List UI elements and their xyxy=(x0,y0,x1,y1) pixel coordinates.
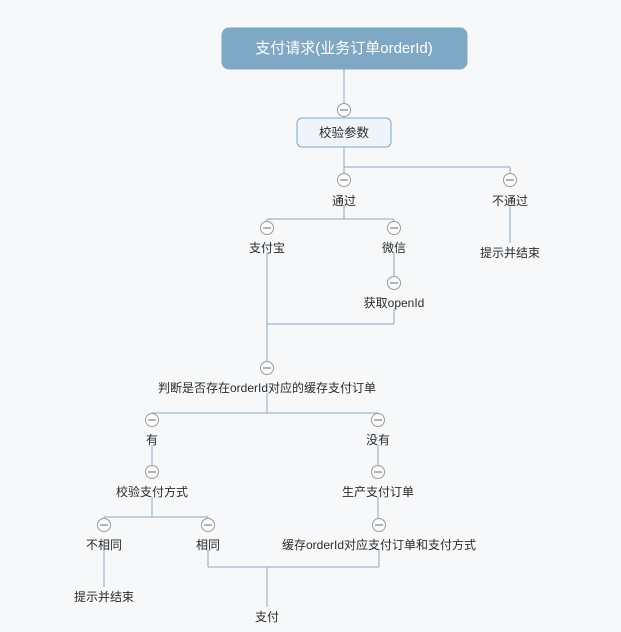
node-create-order[interactable]: 生产支付订单 xyxy=(342,465,414,500)
node-label: 提示并结束 xyxy=(480,245,540,260)
collapse-minus-icon[interactable] xyxy=(371,465,385,479)
collapse-minus-icon[interactable] xyxy=(201,518,215,532)
collapse-minus-icon[interactable] xyxy=(145,413,159,427)
node-alipay[interactable]: 支付宝 xyxy=(249,221,285,256)
collapse-minus-icon[interactable] xyxy=(503,173,517,187)
node-check-cache[interactable]: 判断是否存在orderId对应的缓存支付订单 xyxy=(158,361,376,396)
node-label: 支付宝 xyxy=(249,241,285,255)
node-wechat[interactable]: 微信 xyxy=(382,221,406,256)
collapse-minus-icon[interactable] xyxy=(371,413,385,427)
collapse-minus-icon[interactable] xyxy=(97,518,111,532)
node-not-same-end[interactable]: 提示并结束 xyxy=(74,589,134,604)
node-box xyxy=(296,117,392,148)
collapse-minus-icon[interactable] xyxy=(260,221,274,235)
node-get-openid[interactable]: 获取openId xyxy=(364,276,425,311)
node-pay[interactable]: 支付 xyxy=(255,610,279,624)
node-label: 缓存orderId对应支付订单和支付方式 xyxy=(282,537,476,552)
node-label: 获取openId xyxy=(364,296,425,310)
connector-verify-method-fanout xyxy=(103,497,209,519)
node-fail[interactable]: 不通过 xyxy=(492,173,528,209)
collapse-minus-icon[interactable] xyxy=(387,276,401,290)
collapse-minus-icon[interactable] xyxy=(372,518,386,532)
node-cache-order[interactable]: 缓存orderId对应支付订单和支付方式 xyxy=(282,518,476,553)
collapse-minus-icon[interactable] xyxy=(387,221,401,235)
node-label: 相同 xyxy=(196,538,220,552)
connector-check-fanout xyxy=(151,393,379,415)
node-root[interactable]: 支付请求(业务订单orderId) xyxy=(221,27,468,70)
node-pass[interactable]: 通过 xyxy=(332,173,356,209)
node-label: 支付请求(业务订单orderId) xyxy=(255,40,433,57)
node-verify-pay-method[interactable]: 校验支付方式 xyxy=(116,465,188,500)
node-no-cache[interactable]: 没有 xyxy=(366,413,390,448)
node-same[interactable]: 相同 xyxy=(196,518,220,553)
node-label: 判断是否存在orderId对应的缓存支付订单 xyxy=(158,380,376,395)
collapse-minus-icon[interactable] xyxy=(337,173,351,187)
node-label: 生产支付订单 xyxy=(342,485,414,499)
connector-pass-fanout xyxy=(266,206,395,221)
node-fail-end[interactable]: 提示并结束 xyxy=(480,245,540,260)
node-label: 不通过 xyxy=(492,194,528,208)
node-label: 支付 xyxy=(255,610,279,624)
collapse-minus-icon[interactable] xyxy=(337,103,351,117)
node-label: 提示并结束 xyxy=(74,589,134,604)
connector-merge-to-check xyxy=(266,253,395,361)
collapse-minus-icon[interactable] xyxy=(145,465,159,479)
node-label: 校验参数 xyxy=(319,125,370,140)
node-label: 有 xyxy=(146,433,158,447)
node-label: 没有 xyxy=(366,432,390,447)
connector-verify-fanout xyxy=(343,147,511,173)
connector-merge-to-pay xyxy=(207,550,380,607)
node-has-cache[interactable]: 有 xyxy=(145,413,159,448)
node-verify-params[interactable]: 校验参数 xyxy=(296,103,392,148)
collapse-minus-icon[interactable] xyxy=(260,361,274,375)
node-label: 不相同 xyxy=(86,538,122,552)
node-not-same[interactable]: 不相同 xyxy=(86,518,122,553)
connector-layer xyxy=(103,69,511,607)
node-label: 校验支付方式 xyxy=(116,484,188,499)
node-label: 通过 xyxy=(332,194,356,208)
root-node-box xyxy=(221,27,468,70)
node-label: 微信 xyxy=(382,241,406,255)
